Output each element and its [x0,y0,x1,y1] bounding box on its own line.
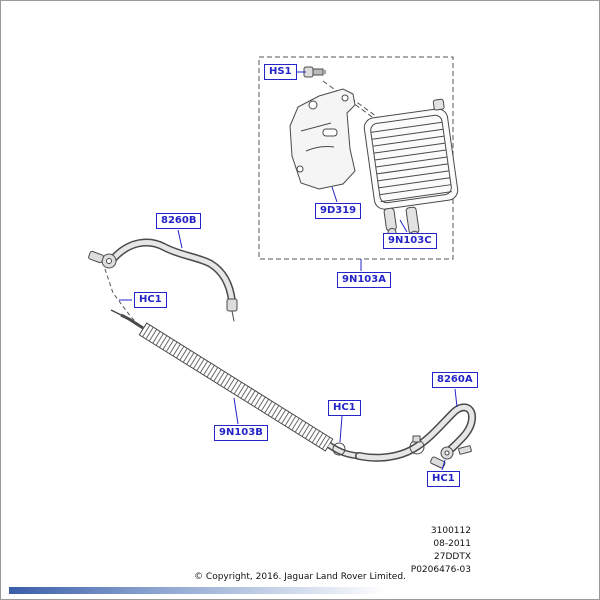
callout-hc1-right[interactable]: HC1 [427,471,460,487]
oil-cooler-9n103c-drawing [363,98,459,240]
bolt-hs1-drawing [303,66,326,78]
drawing-info-block: 3100112 08-2011 27DDTX P0206476-03 [411,525,471,577]
cooler-tube-9n103b-drawing [110,309,360,460]
drawing-code: 27DDTX [434,552,471,562]
callout-hs1[interactable]: HS1 [264,64,297,80]
callout-hc1-mid[interactable]: HC1 [328,400,361,416]
drawing-ref: P0206476-03 [410,565,471,575]
callout-9n103a[interactable]: 9N103A [337,272,391,288]
hose-8260a-drawing [355,403,477,469]
callout-9n103b[interactable]: 9N103B [214,425,268,441]
callout-hc1-left[interactable]: HC1 [134,292,167,308]
label-leader-lines [119,71,458,471]
hose-8260b-drawing [88,238,238,322]
callout-8260a[interactable]: 8260A [432,372,478,388]
callout-9d319[interactable]: 9D319 [315,203,362,219]
bottom-gradient-bar [9,587,591,594]
drawing-number: 3100112 [430,526,471,536]
callout-9n103c[interactable]: 9N103C [383,233,437,249]
callout-8260b[interactable]: 8260B [156,213,202,229]
drawing-date: 08-2011 [433,539,471,549]
copyright-text: © Copyright, 2016. Jaguar Land Rover Lim… [194,572,406,582]
bracket-9d319-drawing [289,88,356,190]
clamp-mid-drawing [332,442,346,456]
